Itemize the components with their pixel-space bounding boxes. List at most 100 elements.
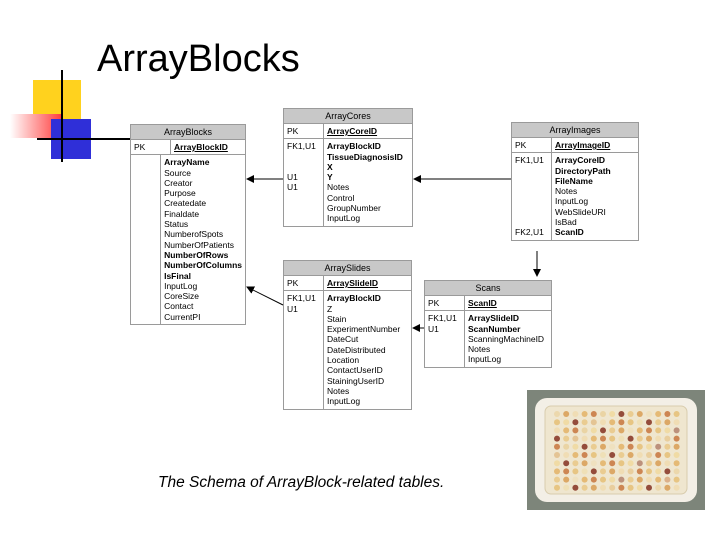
tissue-spot [664,484,671,491]
fields-row: FK1,U1 U1 U1 ArrayBlockID TissueDiagnosi… [284,139,412,226]
tissue-spot [627,435,634,442]
field: Creator [164,177,193,188]
pk-row: PK ArrayBlockID [131,140,245,156]
tissue-spot [646,476,652,483]
field: Control [327,192,355,203]
tissue-spot [636,443,643,450]
tissue-spot [581,452,588,458]
table-header: ArraySlides [284,261,411,276]
tissue-spot [673,411,680,417]
tissue-spot [600,476,606,483]
tissue-spot [646,452,652,458]
tissue-spot [563,411,570,417]
tissue-spot [609,435,616,442]
tissue-spot [636,468,643,475]
tissue-spot [581,443,588,450]
tissue-spot [590,476,597,483]
tissue-spot [563,484,570,491]
field: InputLog [327,396,361,407]
accent-horizontal-line [37,138,132,140]
tissue-spot [600,411,606,417]
tissue-spot [627,427,634,434]
table-header: ArrayBlocks [131,125,245,140]
field: CurrentPI [164,311,201,322]
tissue-spot [673,476,680,483]
field: Z [327,303,333,314]
tissue-spot [572,443,579,450]
tissue-spot [554,435,560,442]
tissue-spot [563,443,570,450]
field: ArrayBlockID [327,141,381,152]
tissue-spot [664,427,671,434]
tissue-spot [609,476,616,483]
field: GroupNumber [327,203,381,214]
pk-row: PK ScanID [425,296,551,312]
tissue-spot [655,460,662,467]
tissue-spot [554,460,560,467]
tissue-spot [600,427,606,434]
tissue-spot [655,411,662,417]
tissue-spot [554,476,560,483]
tissue-spot [609,443,616,450]
tissue-spot [581,484,588,491]
tissue-spot [563,435,570,442]
tissue-spot [581,468,588,475]
field: WebSlideURI [555,206,606,217]
field: DirectoryPath [555,165,611,176]
tissue-spot [618,427,625,434]
tissue-spot [572,460,579,467]
tissue-spot [655,452,662,458]
tissue-spot [636,419,643,426]
tissue-spot [581,419,588,426]
field: Finaldate [164,208,200,219]
field: Location [327,355,360,366]
table-array-blocks: ArrayBlocks PK ArrayBlockID ArrayName So… [130,124,246,326]
tissue-spot [636,484,643,491]
key-labels [131,155,162,325]
pk-field: ScanID [468,298,497,308]
tissue-spot [572,427,579,434]
tissue-spot [581,476,588,483]
key-labels: FK1,U1 FK2,U1 [512,153,552,240]
table-array-slides: ArraySlides PK ArraySlideID FK1,U1 U1 Ar… [283,260,412,410]
tissue-spot [646,427,652,434]
tissue-spot [554,427,560,434]
field: Contact [164,301,194,312]
tissue-spot [609,452,616,458]
field: InputLog [327,213,361,224]
tissue-spot [636,460,643,467]
tissue-spot [609,460,616,467]
key-labels: FK1,U1 U1 [425,311,465,367]
tissue-spot [581,427,588,434]
tissue-spot [673,484,680,491]
tissue-spot [664,452,671,458]
tissue-spot [590,452,597,458]
tissue-spot [636,435,643,442]
tissue-spot [646,443,652,450]
pk-label: PK [425,296,465,311]
tissue-spot [590,460,597,467]
pk-row: PK ArrayImageID [512,138,638,154]
tissue-spot [664,476,671,483]
slide-title: ArrayBlocks [97,38,300,80]
field: InputLog [555,196,589,207]
tissue-spot [600,484,606,491]
field: ScanNumber [468,323,521,334]
tissue-spot [554,411,560,417]
tissue-microarray-photo [527,390,705,510]
field: ArrayBlockID [327,293,381,304]
tissue-spot [581,460,588,467]
tissue-spot [664,460,671,467]
field: NumberofSpots [164,229,224,240]
tissue-spot [646,435,652,442]
tissue-spot [572,452,579,458]
table-header: Scans [425,281,551,296]
tissue-spot [563,427,570,434]
tissue-spot [563,419,570,426]
tissue-spot [673,435,680,442]
tissue-spot [563,460,570,467]
tissue-spot [600,452,606,458]
tissue-spot [655,468,662,475]
field: NumberOfPatients [164,239,234,250]
tissue-spot [572,435,579,442]
